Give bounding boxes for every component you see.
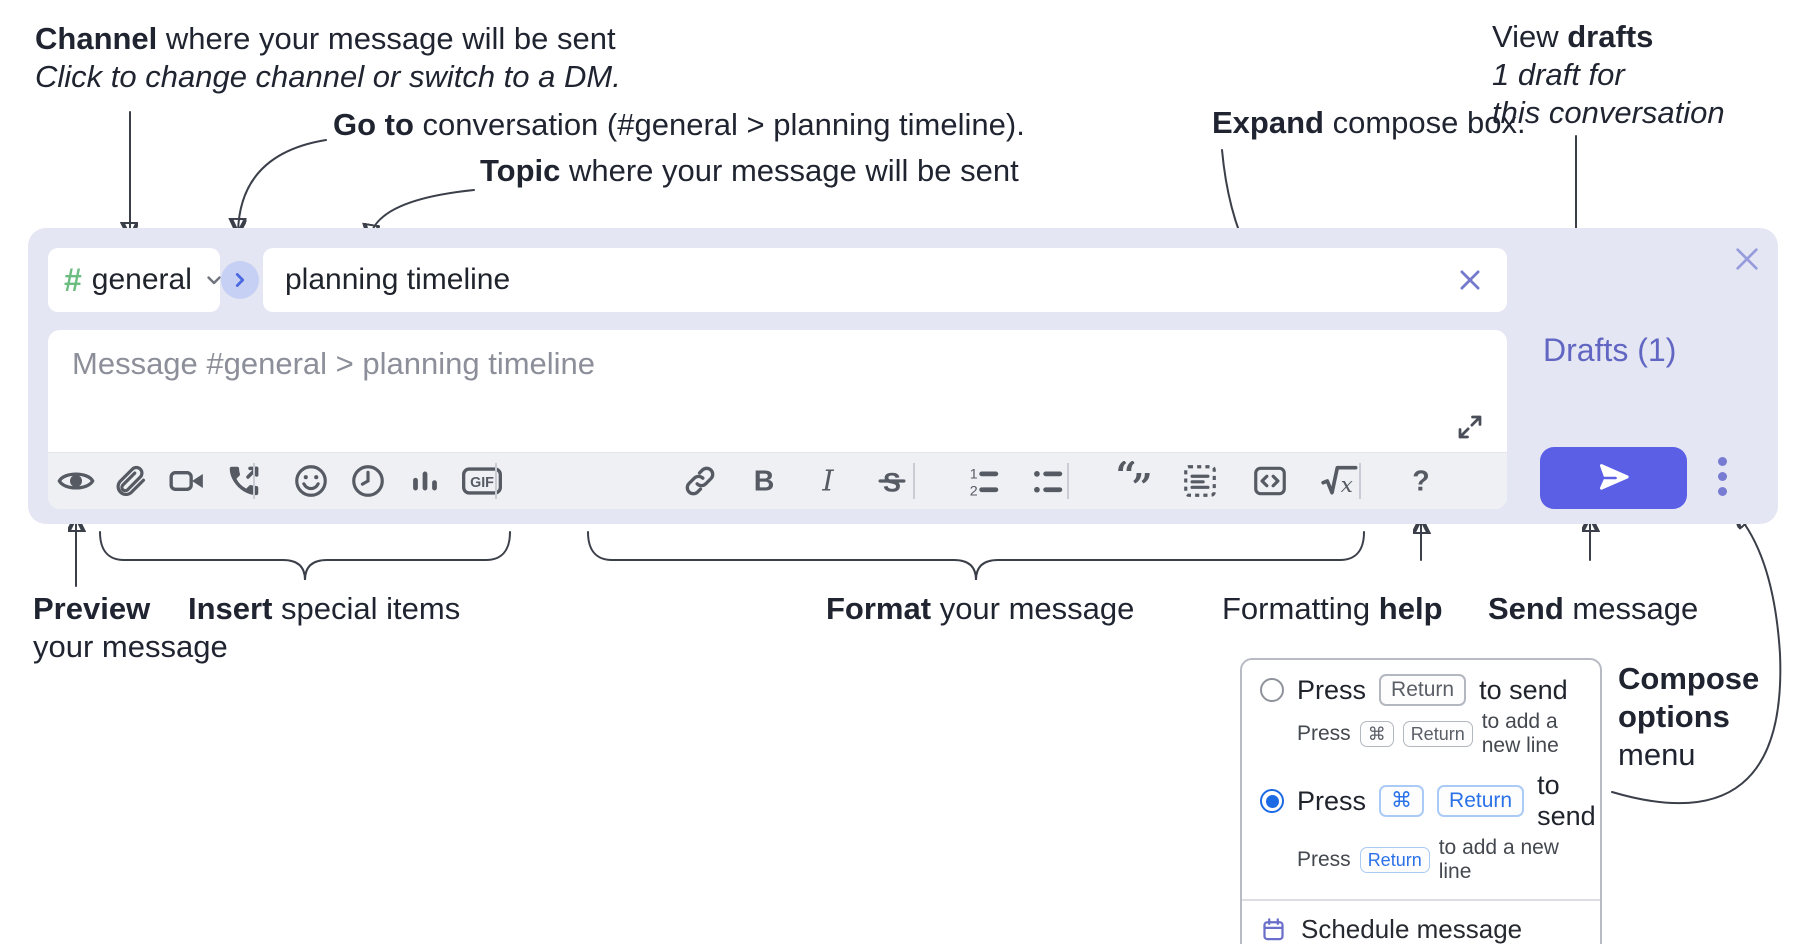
emoji-icon[interactable]: [287, 457, 335, 505]
topic-input[interactable]: planning timeline: [263, 248, 1507, 312]
return-to-send-option[interactable]: Press Return to send: [1242, 670, 1600, 708]
cmd-return-to-send-subtext: Press Return to add a new line: [1297, 836, 1559, 883]
message-input[interactable]: Message #general > planning timeline: [48, 330, 1507, 452]
topic-value: planning timeline: [285, 263, 511, 296]
calendar-icon: [1263, 918, 1284, 941]
format-note: Format your message: [826, 591, 1135, 626]
bold-icon[interactable]: B: [740, 457, 788, 505]
chevron-down-icon: [202, 268, 226, 292]
preview-eye-icon[interactable]: [52, 457, 100, 505]
compose-options-menu: Press Return to send Press ⌘ Return to a…: [1240, 658, 1602, 944]
compose-box: # general planning timeline Message #gen…: [28, 228, 1778, 524]
schedule-message-item[interactable]: Schedule message: [1242, 908, 1600, 944]
svg-text:GIF: GIF: [470, 475, 494, 491]
message-panel: Message #general > planning timeline: [48, 330, 1507, 509]
close-compose-icon[interactable]: [1730, 242, 1764, 276]
radio-selected-icon[interactable]: [1260, 789, 1284, 813]
svg-text:“: “: [1116, 461, 1137, 497]
goto-note: Go to conversation (#general > planning …: [333, 107, 1025, 142]
italic-icon[interactable]: I: [804, 457, 852, 505]
svg-text:x: x: [1341, 473, 1353, 498]
chevron-right-icon: [235, 273, 245, 287]
return-to-send-subtext: Press ⌘ Return to add a new line: [1297, 710, 1559, 757]
audio-call-icon[interactable]: [220, 457, 268, 505]
message-placeholder: Message #general > planning timeline: [72, 346, 596, 381]
insert-note: Insert special items: [188, 591, 461, 626]
formatting-help-note: Formatting help: [1222, 591, 1443, 626]
svg-text:2: 2: [970, 483, 978, 499]
schedule-clock-icon[interactable]: [344, 457, 392, 505]
clear-topic-icon[interactable]: [1455, 265, 1485, 295]
send-note: Send message: [1488, 591, 1699, 626]
video-icon[interactable]: [163, 457, 211, 505]
attach-paperclip-icon[interactable]: [106, 457, 154, 505]
compose-options-note: Compose options menu: [1618, 661, 1760, 772]
gif-icon[interactable]: GIF: [458, 457, 506, 505]
bulleted-list-icon[interactable]: [1024, 457, 1072, 505]
inline-code-icon[interactable]: [1246, 457, 1294, 505]
formatting-toolbar: GIF B I S 12: [48, 452, 1507, 509]
send-button[interactable]: [1540, 447, 1687, 509]
formula-icon[interactable]: x: [1315, 457, 1363, 505]
blockquote-icon[interactable]: “”: [1110, 457, 1158, 505]
insert-brace: [99, 531, 511, 581]
svg-text:B: B: [754, 466, 775, 498]
toolbar-divider: [253, 463, 255, 499]
menu-divider: [1242, 899, 1600, 901]
cmd-return-to-send-option[interactable]: Press ⌘ Return to send: [1242, 766, 1600, 834]
channel-hash-icon: #: [64, 261, 82, 298]
send-plane-icon: [1599, 464, 1629, 490]
svg-text:1: 1: [970, 467, 978, 483]
compose-options-kebab[interactable]: [1708, 457, 1736, 496]
svg-text:?: ?: [1412, 466, 1429, 498]
toolbar-divider: [1359, 463, 1361, 499]
topic-note: Topic where your message will be sent: [480, 153, 1019, 188]
channel-selector[interactable]: # general: [48, 248, 221, 312]
code-block-icon[interactable]: [1176, 457, 1224, 505]
toolbar-divider: [1067, 463, 1069, 499]
goto-arrow: [238, 139, 327, 232]
poll-bar-chart-icon[interactable]: [401, 457, 449, 505]
strikethrough-icon[interactable]: S: [868, 457, 916, 505]
preview-note: Preview your message: [33, 591, 228, 664]
radio-unselected-icon[interactable]: [1260, 678, 1284, 702]
toolbar-divider: [495, 463, 497, 499]
drafts-link[interactable]: Drafts (1): [1543, 332, 1677, 368]
toolbar-divider: [913, 463, 915, 499]
svg-text:”: ”: [1132, 465, 1153, 501]
go-to-conversation-button[interactable]: [221, 261, 259, 299]
channel-name: general: [91, 263, 192, 296]
link-icon[interactable]: [676, 457, 724, 505]
formatting-help-icon[interactable]: ?: [1397, 457, 1445, 505]
channel-note: Channel where your message will be sent …: [35, 21, 621, 94]
view-drafts-note: View drafts 1 draft for this conversatio…: [1492, 19, 1725, 130]
format-brace: [587, 531, 1365, 581]
expand-note: Expand compose box.: [1212, 105, 1526, 140]
expand-compose-icon[interactable]: [1455, 412, 1485, 442]
svg-text:I: I: [821, 465, 834, 498]
